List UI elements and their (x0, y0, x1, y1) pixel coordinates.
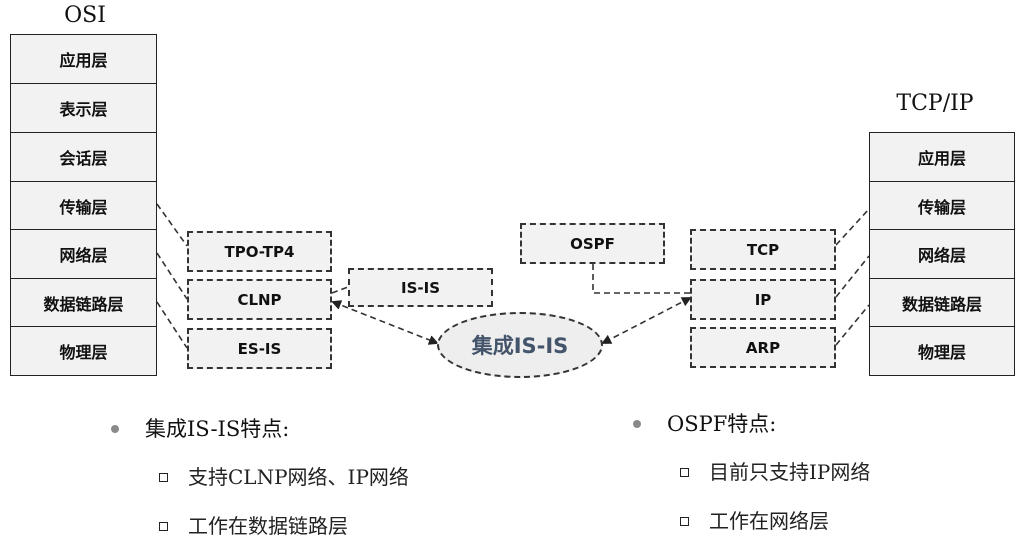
osi-layer-application: 应用层 (10, 34, 157, 84)
note-right-item-1-text: 目前只支持IP网络 (709, 460, 871, 484)
note-right-item-2-text: 工作在网络层 (709, 509, 829, 533)
osi-title: OSI (64, 3, 106, 28)
tcpip-layer-datalink: 数据链路层 (869, 278, 1015, 327)
protocol-is-is: IS-IS (348, 268, 493, 307)
bullet-square-icon (159, 472, 168, 482)
link-datalink-esis (156, 301, 188, 349)
osi-layer-transport: 传输层 (10, 181, 157, 230)
note-left-item-1-text: 支持CLNP网络、IP网络 (188, 465, 409, 489)
osi-layer-session: 会话层 (10, 132, 157, 182)
link-tcp-transport (835, 208, 870, 246)
link-ip-network (835, 255, 870, 298)
bullet-square-icon (159, 521, 168, 531)
note-right-item-2: 工作在网络层 (680, 508, 829, 534)
integrated-is-is: 集成IS-IS (437, 312, 603, 378)
protocol-es-is: ES-IS (187, 328, 332, 369)
note-left-heading: 集成IS-IS特点: (111, 416, 289, 442)
arrow-clnp-integrated (331, 300, 439, 345)
link-clnp-isis (331, 286, 349, 294)
bullet-square-icon (680, 516, 689, 526)
bullet-dot-icon (111, 425, 119, 433)
tcpip-title: TCP/IP (896, 91, 974, 116)
tcpip-layer-transport: 传输层 (869, 181, 1015, 230)
link-arp-datalink (835, 304, 870, 346)
protocol-tp0-tp4: TPO-TP4 (187, 231, 332, 272)
osi-layer-datalink: 数据链路层 (10, 278, 157, 327)
tcpip-layer-network: 网络层 (869, 229, 1015, 279)
tcpip-layer-physical: 物理层 (869, 326, 1015, 376)
protocol-ip: IP (690, 279, 836, 320)
protocol-ospf: OSPF (520, 223, 665, 264)
note-right-item-1: 目前只支持IP网络 (680, 459, 870, 485)
note-left-heading-text: 集成IS-IS特点: (145, 417, 290, 441)
protocol-tcp: TCP (690, 229, 836, 270)
link-ospf-ip (592, 264, 690, 294)
protocol-arp: ARP (690, 327, 836, 368)
bullet-square-icon (680, 467, 689, 477)
osi-layer-physical: 物理层 (10, 326, 157, 376)
tcpip-layer-application: 应用层 (869, 132, 1015, 182)
protocol-clnp: CLNP (187, 279, 332, 320)
note-right-heading: OSPF特点: (633, 411, 776, 437)
link-network-clnp (156, 252, 188, 300)
arrow-ip-integrated (601, 297, 692, 344)
bullet-dot-icon (633, 420, 641, 428)
note-left-item-2: 工作在数据链路层 (159, 513, 348, 539)
osi-layer-presentation: 表示层 (10, 83, 157, 133)
note-right-heading-text: OSPF特点: (667, 412, 777, 436)
note-left-item-2-text: 工作在数据链路层 (188, 514, 348, 538)
note-left-item-1: 支持CLNP网络、IP网络 (159, 464, 409, 490)
link-transport-tp (156, 203, 188, 247)
osi-layer-network: 网络层 (10, 229, 157, 279)
